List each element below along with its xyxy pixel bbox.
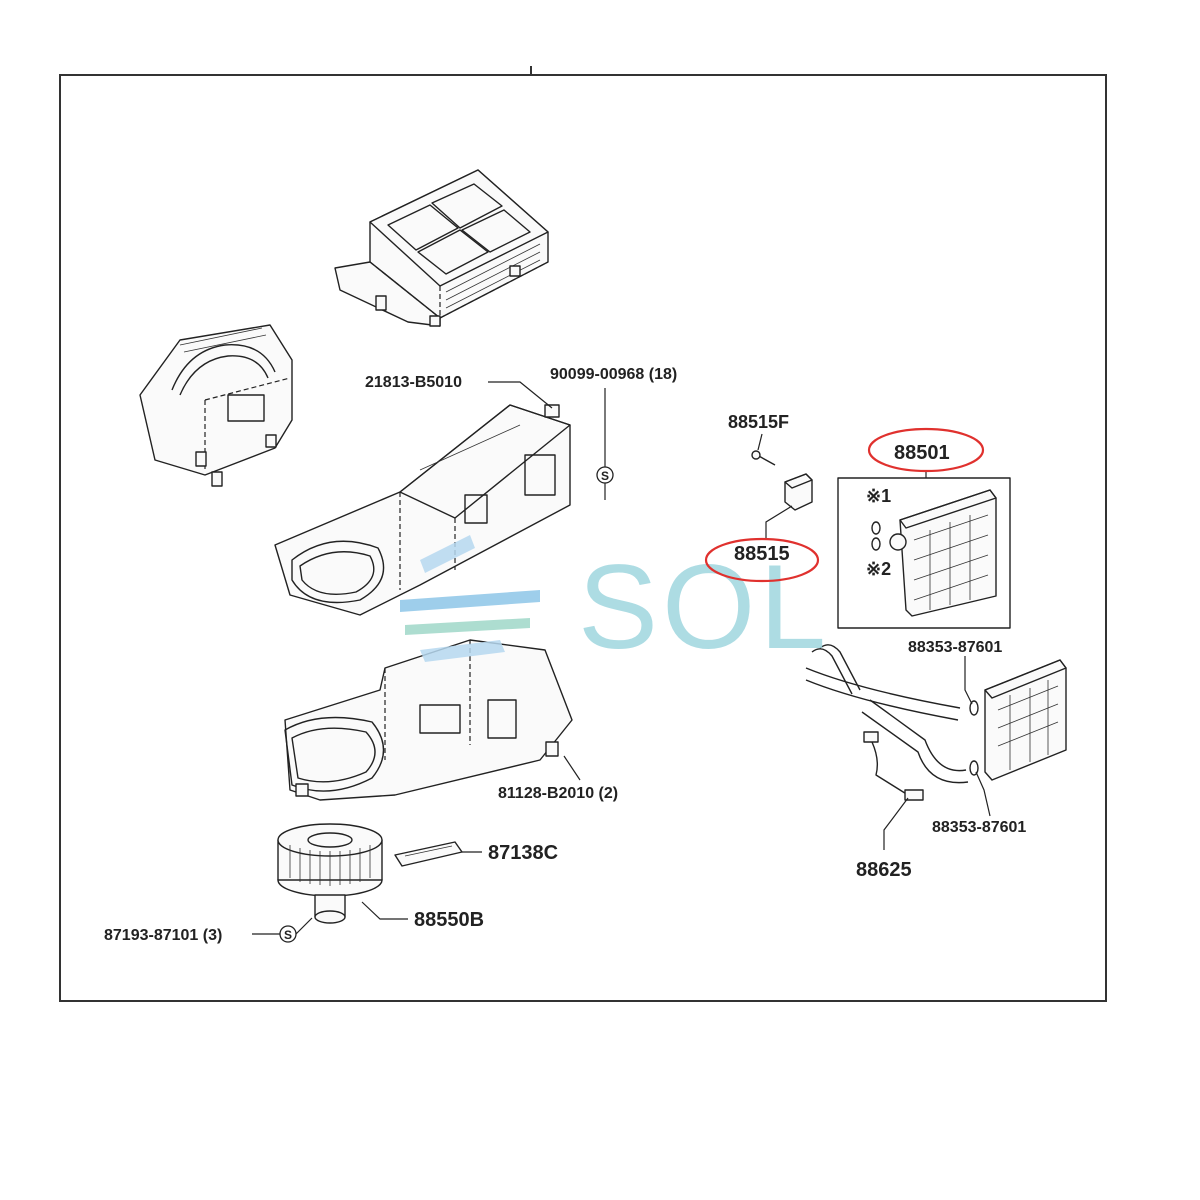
screw-symbol-upper: S	[596, 466, 614, 484]
label-87193-87101: 87193-87101 (3)	[104, 927, 222, 944]
screw-symbol-text: S	[284, 928, 292, 942]
watermark-stripe	[400, 590, 540, 612]
blower-motor-part	[277, 823, 383, 924]
screw-symbol-text: S	[601, 469, 609, 483]
evaporator-kit-part	[837, 477, 1011, 629]
label-88515: 88515	[734, 543, 790, 565]
sol-watermark: SOL	[400, 535, 830, 674]
thermistor-part	[863, 731, 924, 801]
label-88515f: 88515F	[728, 412, 789, 432]
label-21813-b5010: 21813-B5010	[365, 374, 462, 391]
label-88353-87601-bottom: 88353-87601	[932, 819, 1026, 836]
leader-lines	[252, 381, 991, 935]
left-duct-part	[139, 324, 293, 487]
label-mark-2: ※2	[866, 559, 891, 579]
watermark-stripe	[420, 535, 475, 573]
heater-core-part	[805, 644, 1067, 784]
label-88501: 88501	[894, 442, 950, 464]
watermark-stripe	[405, 618, 530, 635]
label-mark-1: ※1	[866, 486, 891, 506]
label-88625: 88625	[856, 859, 912, 881]
highlight-oval-88501	[867, 427, 985, 473]
label-81128-b2010: 81128-B2010 (2)	[498, 785, 618, 802]
label-87138c: 87138C	[488, 842, 558, 864]
watermark-text: SOL	[578, 540, 830, 674]
air-filter-part	[394, 841, 463, 867]
label-90099-00968: 90099-00968 (18)	[550, 366, 677, 383]
label-88550b: 88550B	[414, 909, 484, 931]
middle-case-part	[274, 404, 571, 616]
lower-case-part	[284, 639, 573, 801]
diagram-frame	[59, 74, 1107, 1002]
highlight-oval-88515	[704, 537, 820, 583]
screw-symbol-lower: S	[279, 925, 297, 943]
upper-duct-part	[334, 169, 549, 327]
servo-part	[751, 450, 813, 511]
watermark-stripe	[420, 640, 505, 662]
label-88353-87601-top: 88353-87601	[908, 639, 1002, 656]
